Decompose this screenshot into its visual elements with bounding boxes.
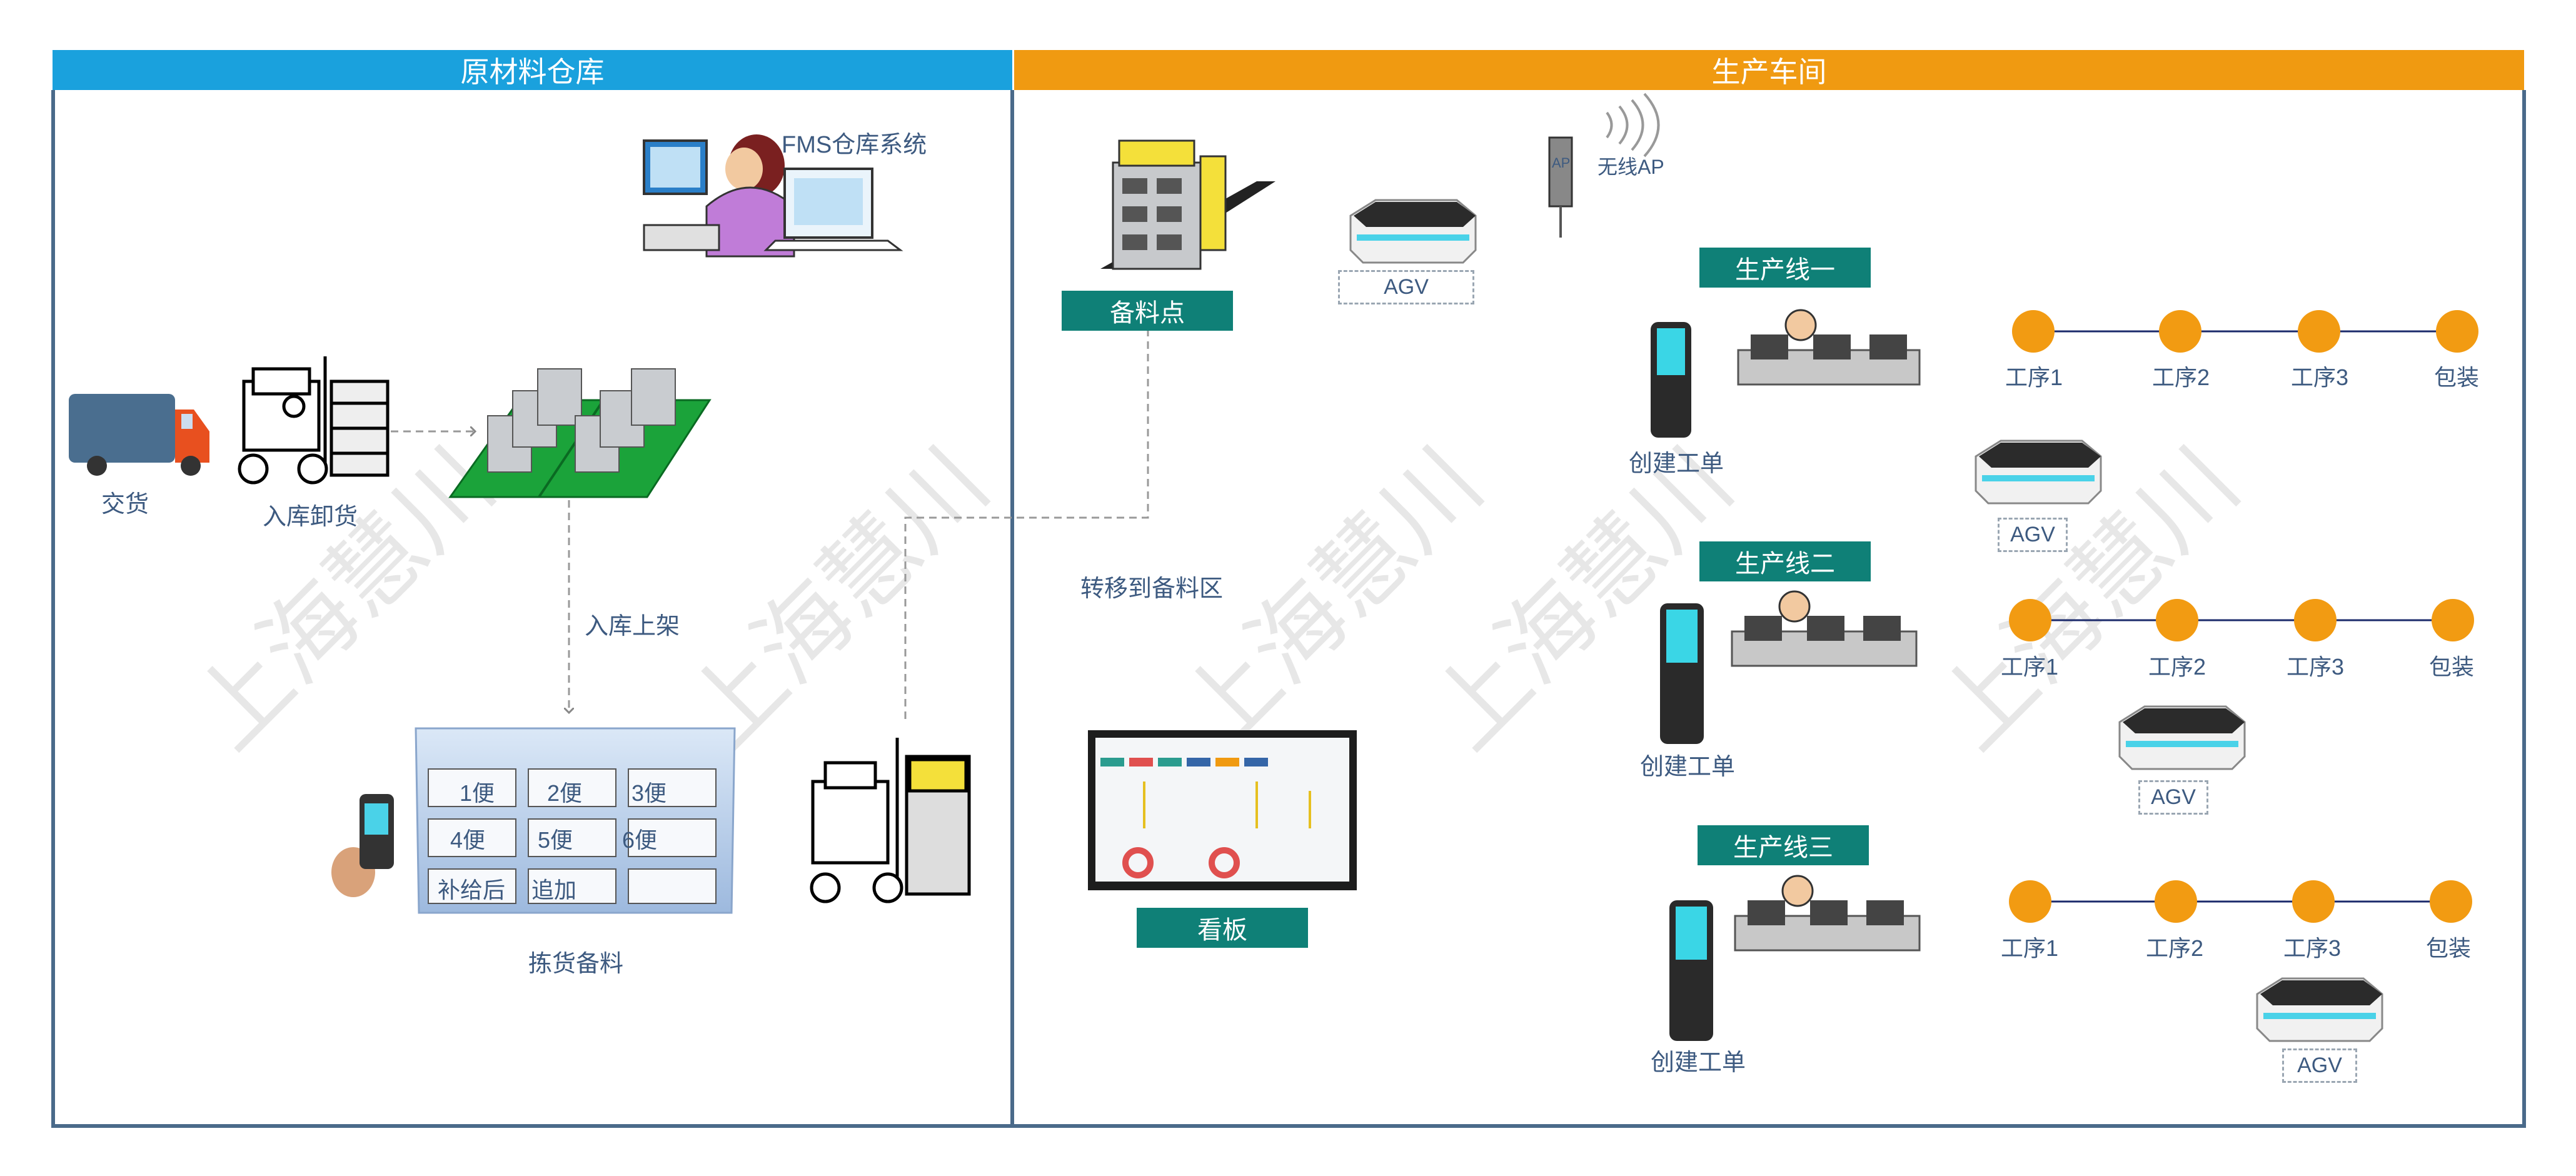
- line-2-step: 工序3: [2287, 654, 2345, 680]
- kanban-screen-icon: [1088, 730, 1357, 890]
- line-1-step: 工序2: [2152, 364, 2210, 390]
- line-1-create-order: 创建工单: [1629, 451, 1724, 477]
- agv-label: AGV: [1338, 270, 1474, 304]
- fms-system-label: FMS仓库系统: [782, 132, 927, 158]
- kanban-label: 看板: [1137, 908, 1308, 948]
- line-2-step: 包装: [2429, 654, 2475, 680]
- line-1-step: 工序1: [2005, 364, 2063, 390]
- picking-label: 拣货备料: [528, 951, 624, 977]
- shelf-cell-label: 2便: [547, 780, 583, 806]
- agv-robot-icon: [1975, 440, 2102, 505]
- truck-icon: [69, 394, 209, 476]
- agv-robot-icon: [1349, 199, 1477, 264]
- line-3-agv-label: AGV: [2282, 1048, 2357, 1083]
- delivery-label: 交货: [101, 491, 149, 518]
- prep-rack-icon: [1100, 139, 1275, 270]
- workshop-header: 生产车间: [1014, 50, 2524, 90]
- handheld-scanner-icon: [331, 794, 394, 897]
- line-2-step: 工序1: [2001, 654, 2059, 680]
- line-3-create-order: 创建工单: [1651, 1050, 1746, 1076]
- shelf-cell-label: 1便: [460, 780, 495, 806]
- forklift-icon: [810, 738, 971, 903]
- agv-robot-icon: [2118, 705, 2246, 770]
- production-line-2-graphics: [1660, 590, 2474, 744]
- agv-robot-icon: [2256, 977, 2383, 1042]
- shelving-label: 入库上架: [585, 613, 680, 640]
- warehouse-header: 原材料仓库: [53, 50, 1012, 90]
- line-1-step: 包装: [2434, 364, 2480, 390]
- line-3-step: 工序2: [2146, 935, 2204, 961]
- shelf-cell-label: 5便: [538, 827, 573, 853]
- wireless-ap-icon: [1548, 93, 1660, 238]
- workshop-panel: [1010, 90, 2526, 1128]
- pallet-platform-icon: [448, 368, 712, 498]
- line-1-step: 工序3: [2291, 364, 2349, 390]
- line-1-agv-label: AGV: [1998, 518, 2068, 552]
- line-3-step: 工序1: [2001, 935, 2059, 961]
- wireless-ap-label: 无线AP: [1597, 156, 1664, 178]
- line-2-title: 生产线二: [1699, 541, 1871, 581]
- ap-tag: AP: [1552, 155, 1571, 171]
- shelf-cell-label: 追加: [531, 877, 577, 903]
- production-line-3-graphics: [1669, 875, 2472, 1041]
- shelf-cell-label: 6便: [622, 827, 658, 853]
- forklift-icon: [238, 356, 390, 485]
- shelf-cell-label: 3便: [631, 780, 667, 806]
- line-2-create-order: 创建工单: [1640, 754, 1736, 780]
- prep-point-label: 备料点: [1062, 291, 1233, 331]
- transfer-label: 转移到备料区: [1080, 576, 1224, 602]
- unload-label: 入库卸货: [263, 504, 358, 530]
- line-3-title: 生产线三: [1698, 825, 1869, 865]
- line-3-step: 工序3: [2283, 935, 2342, 961]
- line-2-agv-label: AGV: [2138, 780, 2208, 815]
- shelf-cell-label: 4便: [450, 827, 486, 853]
- line-2-step: 工序2: [2148, 654, 2206, 680]
- picking-shelf-icon: [415, 727, 736, 914]
- fms-workstation-icon: [643, 134, 903, 258]
- line-1-title: 生产线一: [1699, 248, 1871, 288]
- production-line-1-graphics: [1651, 309, 2478, 438]
- line-3-step: 包装: [2426, 935, 2472, 961]
- shelf-cell-label: 补给后: [438, 877, 506, 903]
